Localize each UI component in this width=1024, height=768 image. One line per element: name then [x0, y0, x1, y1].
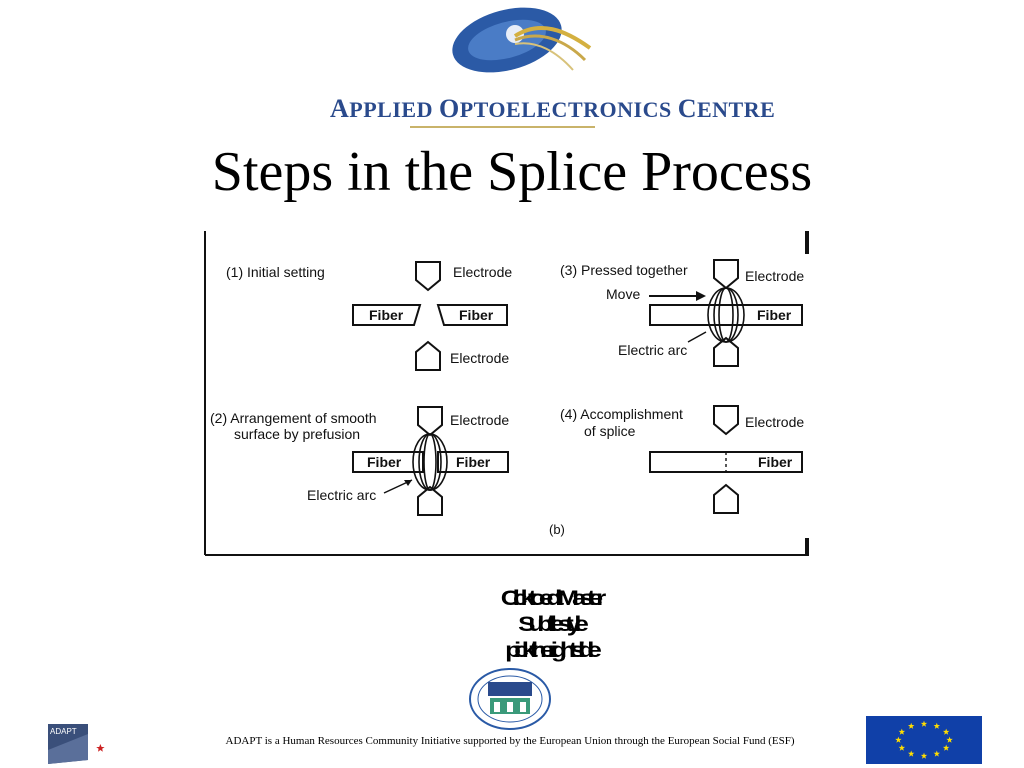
org-name-underline — [410, 126, 595, 128]
step1-left-fiber — [352, 304, 422, 326]
step1-bottom-electrode-label: Electrode — [450, 350, 509, 366]
eu-star-icon — [920, 720, 928, 727]
dit-seal-icon — [469, 668, 551, 730]
slide-title: Steps in the Splice Process — [211, 141, 813, 203]
subtitle-placeholder[interactable]: Click to edit Master Subtitle style pick… — [280, 585, 820, 663]
subtitle-line-3: pick the right slide — [505, 638, 602, 662]
step2-electric-arc — [412, 433, 448, 491]
eu-star-icon — [942, 728, 950, 735]
step3-bottom-electrode — [713, 336, 739, 367]
step3-electric-arc-label: Electric arc — [618, 342, 687, 358]
footer-text: ADAPT is a Human Resources Community Ini… — [225, 735, 795, 747]
eu-star-icon — [908, 722, 915, 729]
eu-star-icon — [942, 744, 950, 751]
step4-top-electrode — [713, 405, 739, 436]
panel-tag: (b) — [549, 522, 565, 537]
step3-move-label: Move — [606, 286, 640, 302]
step2-right-fiber — [437, 451, 509, 473]
eu-star-icon — [920, 752, 928, 759]
step4-bottom-electrode — [713, 483, 739, 514]
optoelectronics-logo-icon — [452, 7, 592, 73]
adapt-logo-label: ADAPT — [50, 727, 77, 736]
step1-left-fiber-label: Fiber — [369, 307, 404, 323]
step2-left-fiber — [352, 451, 424, 473]
org-word-entre: ENTRE — [696, 97, 776, 122]
step2-bottom-electrode — [417, 485, 443, 516]
eu-star-icon — [898, 744, 906, 751]
organization-name: APPLIED OPTOELECTRONICS CENTRE — [330, 94, 775, 124]
splice-process-figure: (1) Initial setting Electrode Fiber Fibe… — [204, 231, 809, 556]
org-word-pplied: PPLIED — [349, 97, 439, 122]
step2-label-line2: surface by prefusion — [234, 426, 360, 442]
step3-arc-pointer — [687, 331, 707, 343]
step1-label: (1) Initial setting — [226, 264, 325, 280]
step2-label-line1: (2) Arrangement of smooth — [210, 410, 377, 426]
step4-fiber-label: Fiber — [758, 454, 793, 470]
step3-move-arrowhead — [696, 291, 706, 301]
step3-top-electrode-label: Electrode — [745, 268, 804, 284]
step4-label-line1: (4) Accomplishment — [560, 406, 683, 422]
org-initial-c: C — [677, 94, 697, 123]
step3-fiber-label: Fiber — [757, 307, 792, 323]
eu-star-icon — [933, 750, 940, 757]
eu-flag-icon — [866, 716, 982, 764]
step1-bottom-electrode — [415, 340, 441, 371]
org-word-ptoelectronics: PTOELECTRONICS — [459, 97, 678, 122]
step2-top-electrode-label: Electrode — [450, 412, 509, 428]
step3-top-electrode — [713, 259, 739, 290]
step2-left-fiber-label: Fiber — [367, 454, 402, 470]
step4-top-electrode-label: Electrode — [745, 414, 804, 430]
step2-top-electrode — [417, 406, 443, 437]
step1-right-fiber-label: Fiber — [459, 307, 494, 323]
step3-label: (3) Pressed together — [560, 262, 688, 278]
eu-star-icon — [895, 736, 902, 743]
eu-star-icon — [933, 722, 940, 729]
step4-label-line2: of splice — [584, 423, 636, 439]
adapt-logo-icon: ADAPT — [48, 724, 105, 764]
step2-right-fiber-label: Fiber — [456, 454, 491, 470]
step2-arc-pointer-head — [404, 480, 412, 486]
org-initial-o: O — [438, 94, 460, 123]
step1-top-electrode-label: Electrode — [453, 264, 512, 280]
step3-electric-arc — [707, 287, 745, 343]
step2-electric-arc-label: Electric arc — [307, 487, 376, 503]
step1-top-electrode — [415, 261, 441, 292]
subtitle-line-1: Click to edit Master — [500, 586, 606, 610]
step1-right-fiber — [436, 304, 508, 326]
org-initial-a: A — [330, 94, 350, 123]
eu-star-icon — [898, 728, 906, 735]
step3-fiber — [649, 304, 803, 326]
subtitle-line-2: Subtitle style — [518, 612, 589, 636]
eu-star-icon — [908, 750, 915, 757]
eu-star-icon — [946, 736, 953, 743]
